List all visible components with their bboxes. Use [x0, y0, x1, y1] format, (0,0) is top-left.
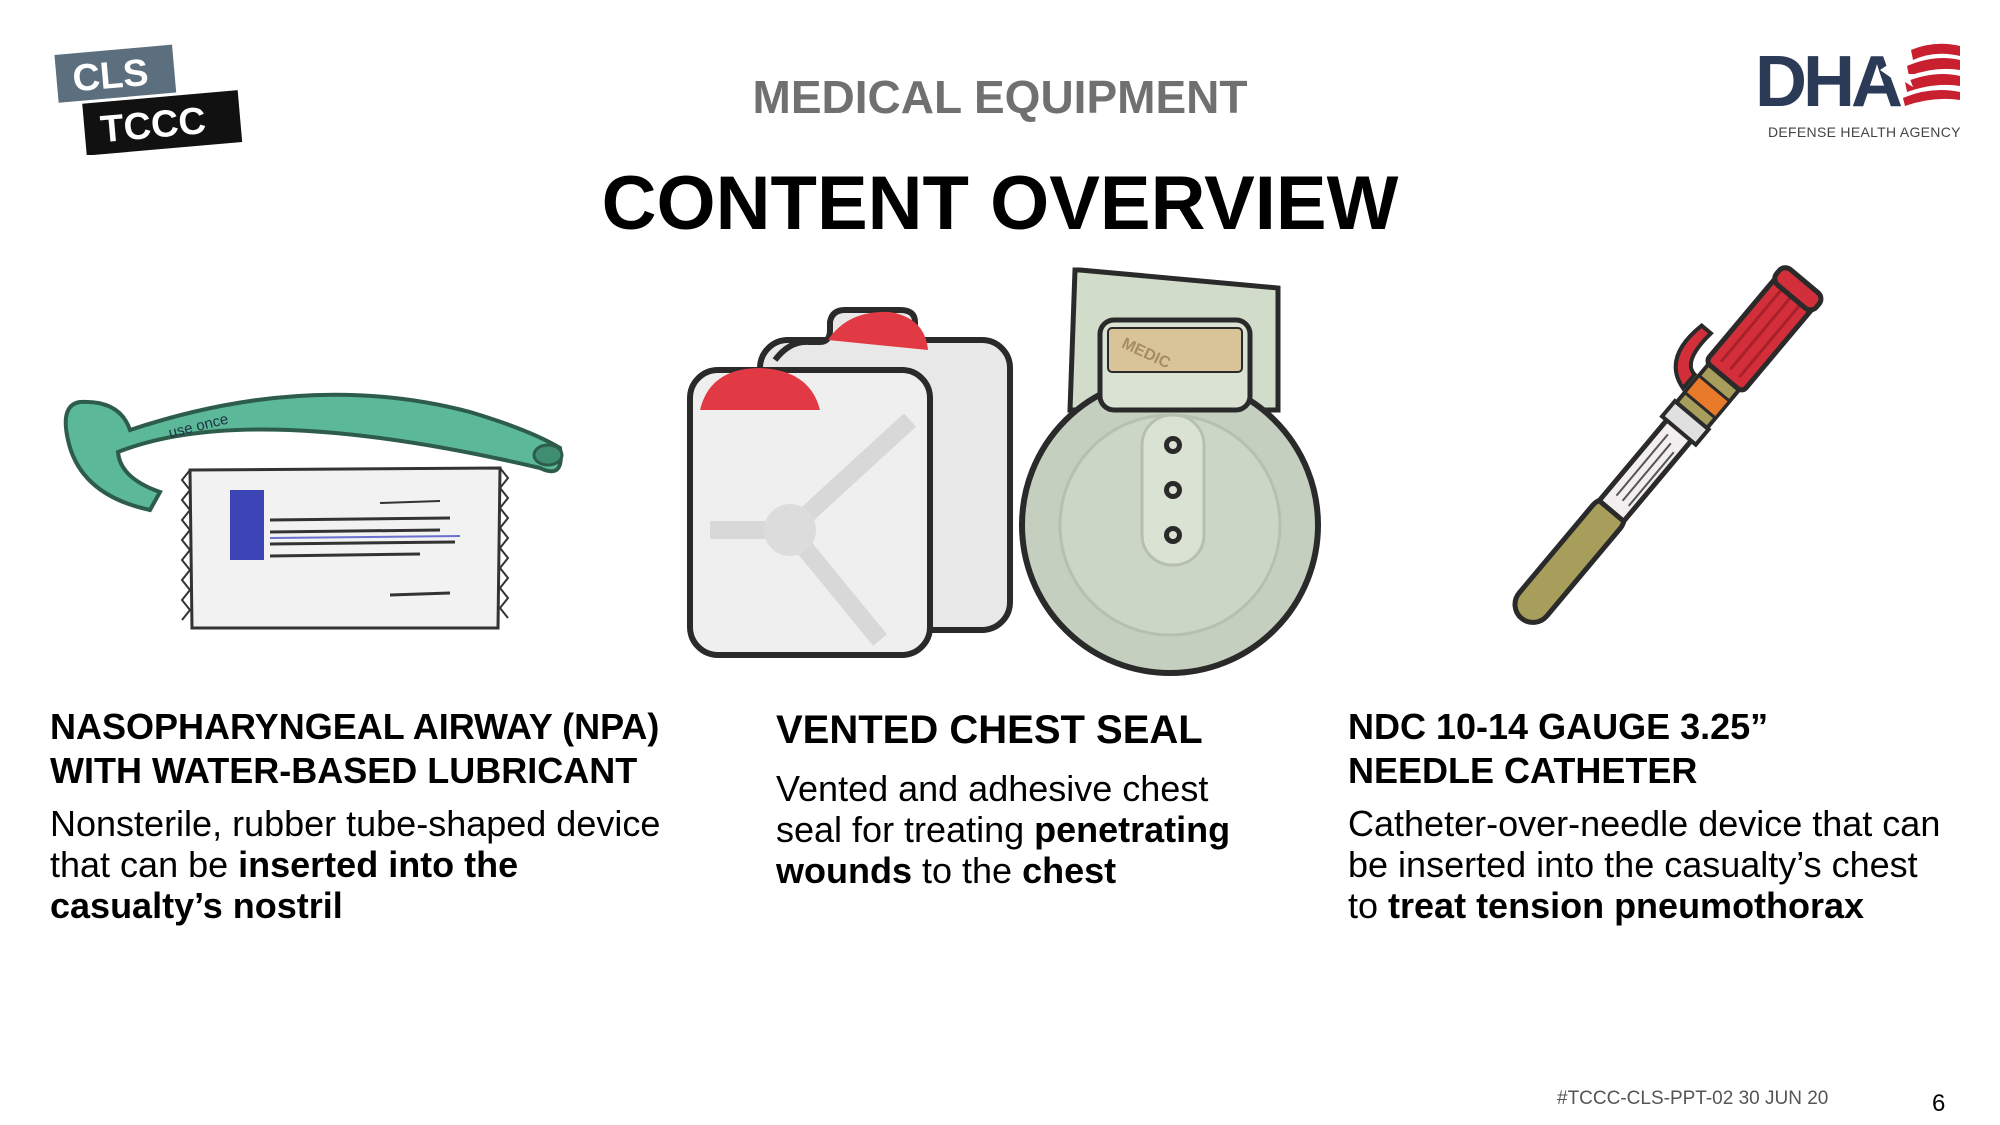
cls-tccc-logo: CLS TCCC	[54, 44, 243, 155]
chest-seal-description: Vented and adhesive chest seal for treat…	[776, 768, 1336, 891]
needle-title-line2: NEEDLE CATHETER	[1348, 750, 1698, 791]
npa-description: Nonsterile, rubber tube-shaped device th…	[50, 803, 750, 926]
needle-desc-line2: be inserted into the casualty’s chest	[1348, 844, 1918, 885]
chest-seal-desc-bold: penetrating	[1034, 809, 1231, 850]
npa-title: NASOPHARYNGEAL AIRWAY (NPA) WITH WATER-B…	[50, 705, 750, 793]
section-title: MEDICAL EQUIPMENT	[752, 71, 1248, 123]
needle-desc-line1: Catheter-over-needle device that can	[1348, 803, 1941, 844]
needle-catheter-section: NDC 10-14 GAUGE 3.25” NEEDLE CATHETER Ca…	[1348, 705, 1978, 926]
needle-desc-line3: to treat tension pneumothorax	[1348, 885, 1978, 926]
chest-seal-desc-text-2: to the	[911, 850, 1023, 891]
npa-desc-line3: casualty’s nostril	[50, 885, 750, 926]
npa-title-line2: WITH WATER-BASED LUBRICANT	[50, 750, 638, 791]
chest-seal-section: VENTED CHEST SEAL Vented and adhesive ch…	[776, 708, 1336, 891]
chest-seal-title: VENTED CHEST SEAL	[776, 708, 1203, 752]
chest-seal-desc-text: seal for treating	[776, 809, 1035, 850]
needle-title-line1: NDC 10-14 GAUGE 3.25”	[1348, 706, 1769, 747]
chest-seal-desc-bold-3: chest	[1022, 850, 1117, 891]
npa-desc-text: that can be	[50, 844, 239, 885]
logo-cls-text: CLS	[71, 52, 150, 100]
logo-tccc-text: TCCC	[99, 100, 208, 151]
npa-illustration: use once	[63, 392, 564, 630]
chest-seal-package-front	[687, 367, 933, 658]
chest-seal-desc-line1: Vented and adhesive chest	[776, 768, 1209, 809]
chest-seal-round: MEDIC	[1019, 267, 1321, 676]
chest-seal-desc-line2: seal for treating penetrating	[776, 809, 1336, 850]
npa-title-line1: NASOPHARYNGEAL AIRWAY (NPA)	[50, 706, 660, 747]
chest-seal-desc-bold-2: wounds	[776, 850, 912, 891]
needle-catheter-description: Catheter-over-needle device that can be …	[1348, 803, 1978, 926]
chest-seal-desc-line3: wounds to the chest	[776, 850, 1336, 891]
chest-seal-illustration: MEDIC	[687, 267, 1321, 676]
needle-catheter-title: NDC 10-14 GAUGE 3.25” NEEDLE CATHETER	[1348, 705, 1978, 793]
npa-section: NASOPHARYNGEAL AIRWAY (NPA) WITH WATER-B…	[50, 705, 750, 926]
npa-desc-bold: inserted into the	[238, 844, 519, 885]
needle-desc-bold: treat tension pneumothorax	[1388, 885, 1865, 926]
npa-desc-line2: that can be inserted into the	[50, 844, 750, 885]
page-number: 6	[1932, 1090, 1946, 1117]
needle-desc-text: to	[1348, 885, 1389, 926]
npa-desc-bold-2: casualty’s nostril	[50, 885, 343, 926]
dha-subtitle: DEFENSE HEALTH AGENCY	[1768, 124, 1961, 140]
needle-catheter-illustration	[1512, 265, 1824, 625]
npa-desc-line1: Nonsterile, rubber tube-shaped device	[50, 803, 661, 844]
dha-logo: DHA	[1755, 42, 1960, 122]
footer-code: #TCCC-CLS-PPT-02 30 JUN 20	[1557, 1088, 1829, 1109]
lubricant-packet	[180, 466, 510, 630]
page-title: CONTENT OVERVIEW	[601, 161, 1399, 246]
dha-logo-text: DHA	[1755, 42, 1902, 122]
